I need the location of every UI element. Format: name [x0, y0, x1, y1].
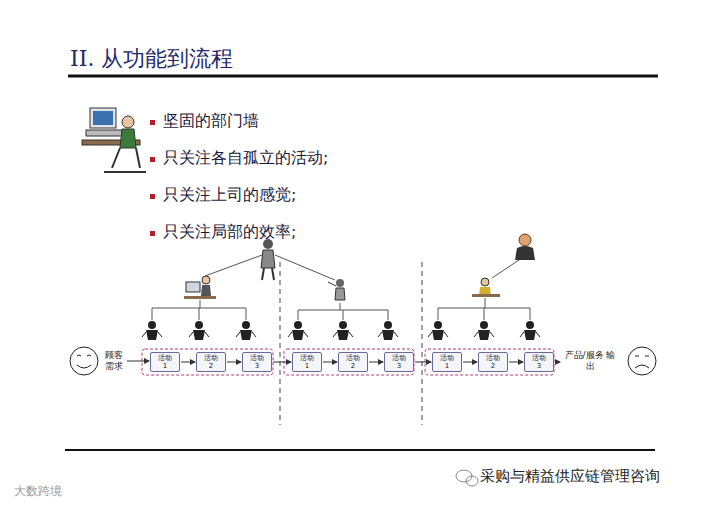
- department-process-box: [142, 349, 554, 375]
- wechat-icon: [456, 470, 478, 486]
- activity-box: 活动 2: [196, 352, 226, 372]
- endpoint-label: 顾客 需求: [102, 349, 126, 373]
- manager-figure: [515, 234, 535, 260]
- watermark: 采购与精益供应链管理咨询: [480, 467, 660, 486]
- boss-figure: [261, 239, 275, 280]
- activity-text: 活动 1: [157, 354, 173, 370]
- activity-text: 活动 3: [391, 354, 407, 370]
- title-rule: [68, 75, 658, 78]
- flow-arrow: [369, 362, 383, 363]
- flow-arrow: [463, 362, 477, 363]
- endpoint-text: 产品/服务 输出: [563, 350, 617, 372]
- activity-box: 活动 2: [478, 352, 508, 372]
- activity-box: 活动 1: [150, 352, 180, 372]
- flow-arrow: [227, 362, 241, 363]
- bullet-text: 坚固的部门墙: [163, 111, 259, 132]
- flow-arrow: [323, 362, 337, 363]
- slide-title: II. 从功能到流程: [70, 44, 233, 74]
- activity-text: 活动 1: [439, 354, 455, 370]
- manager-figure: [328, 279, 345, 300]
- activity-box: 活动 2: [338, 352, 368, 372]
- endpoint-label: 产品/服务 输出: [561, 349, 619, 373]
- flow-arrow: [509, 362, 523, 363]
- flow-arrow: [273, 362, 291, 363]
- department-wall: [280, 262, 281, 425]
- endpoint-text: 顾客 需求: [104, 350, 124, 372]
- worker-figures: [142, 321, 540, 340]
- activity-box: 活动 3: [242, 352, 272, 372]
- activity-text: 活动 2: [345, 354, 361, 370]
- activity-box: 活动 3: [524, 352, 554, 372]
- flow-arrow: [127, 361, 149, 362]
- activity-box: 活动 1: [292, 352, 322, 372]
- activity-box: 活动 3: [384, 352, 414, 372]
- activity-text: 活动 2: [485, 354, 501, 370]
- bullet-text: 只关注局部的效率;: [163, 222, 296, 243]
- flow-arrow: [555, 362, 560, 363]
- activity-text: 活动 3: [531, 354, 547, 370]
- customer-faces: [70, 347, 656, 375]
- bullet-text: 只关注上司的感觉;: [163, 185, 296, 206]
- department-wall: [422, 262, 423, 425]
- bullet-text: 只关注各自孤立的活动;: [163, 148, 328, 169]
- footer-rule: [65, 449, 655, 451]
- flow-arrow: [181, 362, 195, 363]
- activity-text: 活动 1: [299, 354, 315, 370]
- bullet-marks: [150, 120, 155, 236]
- computer-user-clipart: [82, 108, 146, 172]
- activity-box: 活动 1: [432, 352, 462, 372]
- watermark: 大数跨境: [14, 483, 62, 500]
- reporting-lines: [152, 255, 530, 320]
- activity-text: 活动 3: [249, 354, 265, 370]
- manager-figure: [184, 276, 216, 299]
- activity-text: 活动 2: [203, 354, 219, 370]
- flow-arrow: [415, 362, 431, 363]
- manager-figure: [472, 278, 500, 297]
